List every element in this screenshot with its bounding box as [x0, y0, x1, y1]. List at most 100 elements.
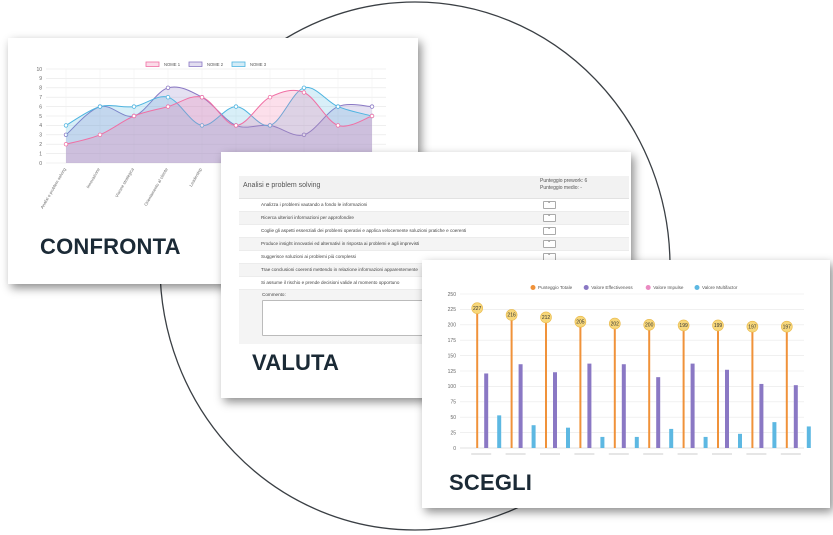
data-label: 202 — [611, 321, 620, 327]
bar-valore-effectiveness — [793, 385, 798, 448]
criterion-rating-select[interactable] — [543, 212, 556, 222]
legend-swatch — [694, 285, 700, 290]
y-tick-label: 225 — [448, 307, 457, 313]
data-point — [165, 85, 171, 90]
legend-swatch — [583, 285, 589, 290]
y-tick-label: 50 — [450, 415, 456, 421]
data-label: 205 — [576, 320, 585, 326]
legend-label: Valore Impulse — [653, 285, 684, 290]
legend-label: Valore Multifactor — [702, 285, 738, 290]
criterion-row: Analizza i problemi vautando a fondo le … — [239, 199, 629, 212]
criterion-rating-select[interactable] — [543, 225, 556, 235]
y-tick-label: 100 — [448, 384, 457, 390]
x-tick-label: Orientamento al cliente — [143, 166, 169, 206]
x-tick-label: Leadership — [188, 166, 203, 187]
data-point — [267, 95, 273, 100]
form-section-header: Analisi e problem solving Punteggio prew… — [239, 176, 629, 199]
legend-label: NOME 3 — [250, 62, 267, 67]
legend-label: NOME 1 — [164, 62, 181, 67]
criterion-text: Ricerca ulteriori informazioni per appro… — [261, 215, 354, 220]
y-tick-label: 25 — [450, 430, 456, 436]
criterion-text: Produce insight innovativi ed alternativ… — [261, 241, 420, 246]
data-point — [301, 132, 307, 137]
bar-valore-effectiveness — [553, 372, 557, 448]
criterion-text: Trae conclusioni coerenti mettendo in re… — [261, 267, 418, 272]
y-tick-label: 175 — [448, 338, 457, 344]
criterion-text: Suggerisce soluzioni ai problemi più com… — [261, 254, 356, 259]
y-tick-label: 5 — [39, 114, 42, 120]
y-tick-label: 6 — [39, 104, 42, 110]
criterion-rating-select[interactable] — [543, 199, 556, 209]
criterion-text: Coglie gli aspetti essenziali dei proble… — [261, 228, 467, 233]
bar-valore-effectiveness — [587, 363, 592, 448]
data-label-badge — [609, 317, 621, 330]
data-point — [301, 90, 307, 95]
y-tick-label: 4 — [39, 123, 42, 129]
y-tick-label: 0 — [39, 161, 42, 167]
y-tick-label: 9 — [39, 76, 42, 82]
data-label: 200 — [645, 323, 654, 329]
y-tick-label: 250 — [448, 292, 457, 298]
data-point — [369, 104, 375, 109]
bar-valore-effectiveness — [725, 369, 729, 448]
scegli-label: SCEGLI — [449, 470, 533, 495]
bar-valore-multifactor — [497, 415, 502, 448]
x-tick-label: Visione strategica — [114, 166, 135, 198]
bar-valore-effectiveness — [759, 383, 764, 448]
valuta-label: VALUTA — [252, 350, 340, 375]
bar-valore-multifactor — [703, 436, 708, 448]
bar-valore-multifactor — [600, 436, 605, 448]
data-point — [369, 113, 375, 119]
bar-valore-multifactor — [772, 422, 777, 448]
legend-label: Punteggio Totale — [538, 285, 573, 290]
y-tick-label: 0 — [453, 446, 456, 452]
legend-swatch — [231, 61, 246, 67]
series-area — [66, 87, 372, 163]
y-tick-label: 2 — [39, 142, 42, 148]
data-point — [165, 104, 171, 109]
data-point — [131, 104, 137, 109]
bar-valore-effectiveness — [656, 377, 661, 448]
bar-valore-effectiveness — [484, 373, 489, 448]
data-label: 197 — [748, 324, 757, 330]
criterion-row: Ricerca ulteriori informazioni per appro… — [239, 212, 629, 225]
legend-swatch — [145, 61, 160, 67]
data-label-badge — [643, 319, 655, 331]
criterion-text: Si assume il rischio e prende decisioni … — [261, 280, 400, 285]
y-tick-label: 75 — [450, 400, 456, 406]
data-label: 197 — [783, 324, 792, 330]
bar-valore-multifactor — [738, 433, 742, 448]
bar-valore-effectiveness — [690, 363, 695, 448]
criterion-row: Coglie gli aspetti essenziali dei proble… — [239, 225, 629, 238]
data-label: 199 — [714, 323, 723, 329]
legend-swatch — [188, 61, 203, 67]
data-point — [97, 104, 103, 109]
y-tick-label: 8 — [39, 86, 42, 92]
y-tick-label: 200 — [448, 323, 457, 329]
bar-valore-multifactor — [669, 428, 674, 448]
criterion-text: Analizza i problemi vautando a fondo le … — [261, 202, 368, 207]
data-point — [63, 123, 69, 128]
data-point — [335, 104, 341, 109]
bar-valore-effectiveness — [518, 364, 523, 448]
bar-valore-effectiveness — [621, 364, 626, 448]
bar-valore-multifactor — [634, 436, 639, 448]
x-tick-label: Innovazione — [85, 166, 101, 189]
data-point — [63, 132, 69, 137]
data-point — [97, 132, 103, 137]
legend-label: Valore Effectiveness — [591, 285, 633, 290]
data-label-badge — [746, 320, 759, 333]
data-point — [233, 104, 239, 109]
y-tick-label: 10 — [36, 67, 42, 73]
y-tick-label: 125 — [448, 369, 457, 375]
data-label-badge — [471, 302, 484, 314]
score-summary: Punteggio prework: 6 Punteggio medio: - — [540, 178, 587, 192]
data-point — [63, 141, 69, 147]
criterion-rating-select[interactable] — [543, 238, 556, 248]
data-label-badge — [505, 309, 518, 321]
series-line — [65, 87, 373, 126]
data-label: 216 — [507, 313, 516, 319]
